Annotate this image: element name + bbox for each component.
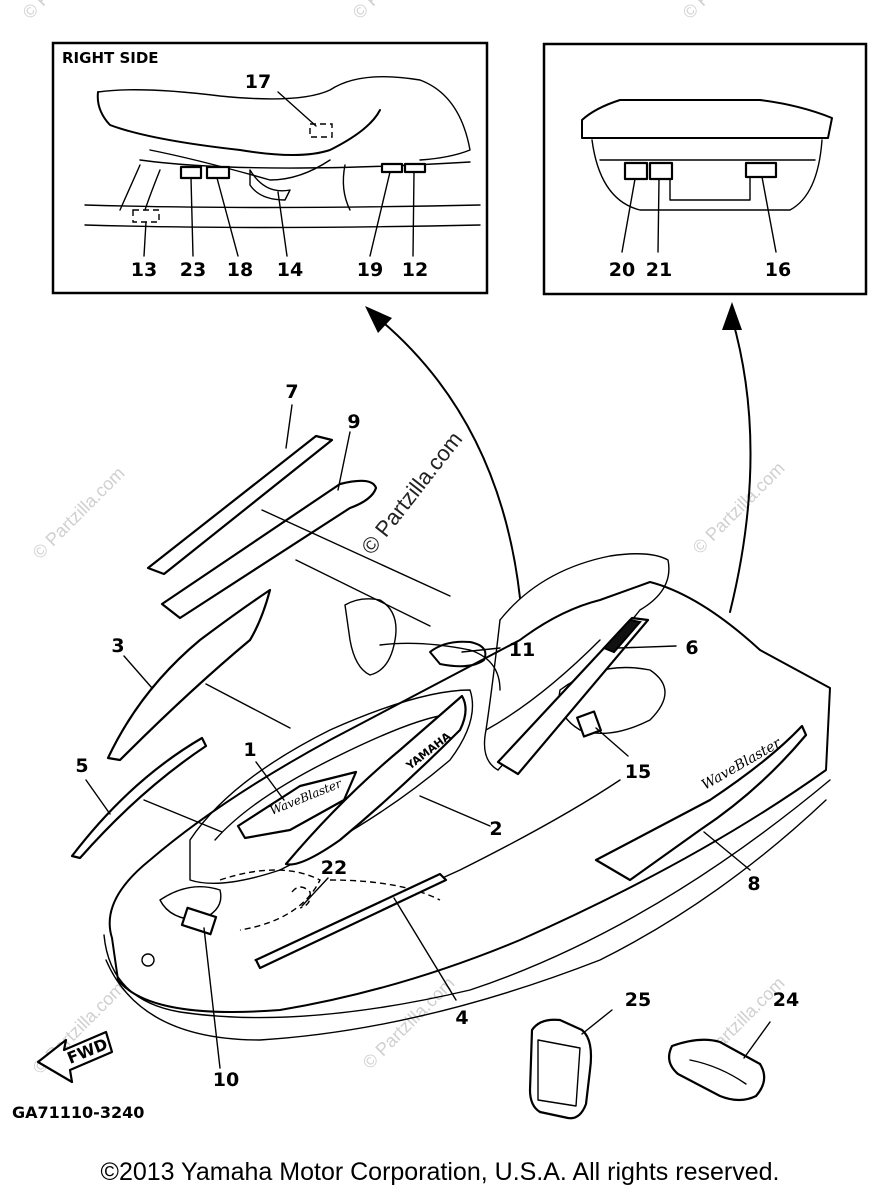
callout-4: 4 <box>455 1007 468 1029</box>
watercraft: WaveBlaster YAMAHA WaveBlaster <box>103 553 831 1041</box>
callout-25: 25 <box>625 989 651 1011</box>
callout-13: 13 <box>131 259 157 281</box>
watermark: © Partzilla.com <box>29 463 129 563</box>
callout-10: 10 <box>213 1069 239 1091</box>
main-callouts: 7 9 3 5 1 2 11 6 15 8 22 4 10 <box>75 381 760 1091</box>
callout-23: 23 <box>180 259 206 281</box>
callout-9: 9 <box>347 411 360 433</box>
callout-2: 2 <box>489 818 502 840</box>
callout-6: 6 <box>685 637 698 659</box>
callout-20: 20 <box>609 259 635 281</box>
diagram-code: GA71110-3240 <box>12 1103 144 1122</box>
watermark: © Partzilla.com <box>349 0 449 23</box>
callout-18: 18 <box>227 259 253 281</box>
callout-7: 7 <box>285 381 298 403</box>
watermark: © Partzilla.com <box>19 0 119 23</box>
callout-22: 22 <box>321 857 347 879</box>
watermark: © Partzilla.com <box>679 0 779 23</box>
callout-19: 19 <box>357 259 383 281</box>
callout-1: 1 <box>243 739 256 761</box>
watermark: © Partzilla.com <box>689 458 789 558</box>
inset-right-side: RIGHT SIDE 17 13 23 18 14 19 12 <box>51 41 489 295</box>
inset-rear: 20 21 16 <box>542 42 868 296</box>
callout-3: 3 <box>111 635 124 657</box>
callout-5: 5 <box>75 755 88 777</box>
exploded-decals <box>70 434 451 860</box>
callout-17: 17 <box>245 71 271 93</box>
reference-arrows <box>365 302 752 613</box>
callout-8: 8 <box>747 873 760 895</box>
callout-16: 16 <box>765 259 791 281</box>
callout-14: 14 <box>277 259 303 281</box>
callout-24: 24 <box>773 989 799 1011</box>
copyright-notice: ©2013 Yamaha Motor Corporation, U.S.A. A… <box>101 1158 780 1186</box>
watermark: © Partzilla.com <box>359 973 459 1073</box>
callout-11: 11 <box>509 639 535 661</box>
callout-12: 12 <box>402 259 428 281</box>
callout-15: 15 <box>625 761 651 783</box>
inset-title: RIGHT SIDE <box>62 49 159 67</box>
callout-21: 21 <box>646 259 672 281</box>
loose-parts: 25 24 <box>528 989 799 1120</box>
